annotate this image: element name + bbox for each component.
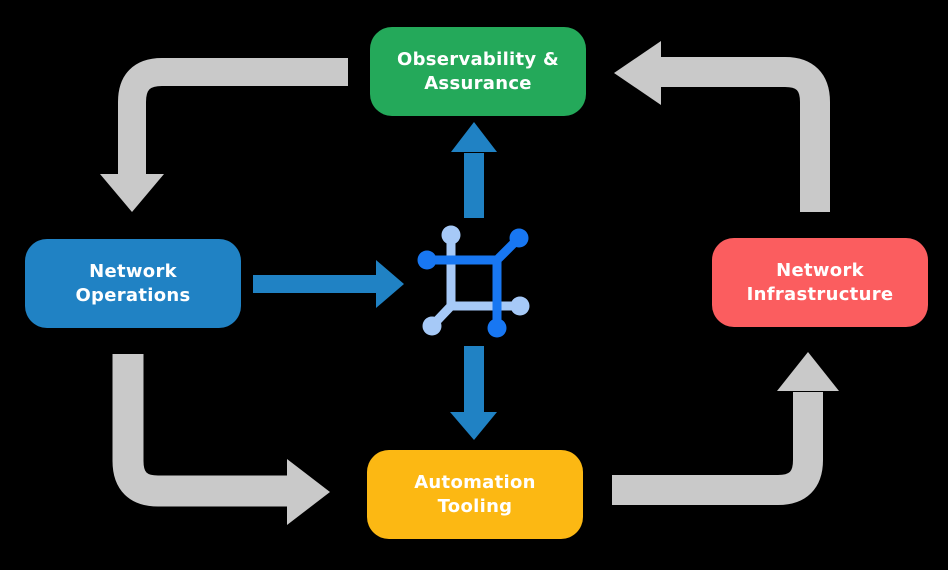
node-label: Automation Tooling [414,471,536,519]
arrowhead-right [376,260,404,308]
flow-arrow-operations-to-center [253,260,404,308]
network-mesh-icon [417,225,530,338]
arrowhead-left [614,41,661,105]
node-label-line: Infrastructure [746,283,894,305]
node-label: Network Infrastructure [747,259,894,307]
arrowhead-down [100,174,164,212]
node-label-line: Operations [75,284,191,306]
flow-arrow-center-to-observability [451,122,497,218]
node-label-line: Observability & [396,48,560,70]
node-label-line: Tooling [437,495,513,517]
arrowhead-down [450,412,497,440]
node-automation-tooling: Automation Tooling [367,450,583,539]
node-label-line: Assurance [424,72,532,94]
node-network-infrastructure: Network Infrastructure [712,238,928,327]
network-mesh-icon-secondary [422,225,530,336]
node-label-line: Automation [414,471,536,493]
node-network-operations: Network Operations [25,239,241,328]
arrowhead-right [287,459,330,525]
cycle-arrow-infrastructure-to-observability [614,41,830,212]
node-label: Observability & Assurance [397,48,559,96]
node-label-line: Network [776,259,864,281]
arrowhead-up [451,122,497,152]
node-label-line: Network [89,260,177,282]
cycle-arrow-automation-to-infrastructure [612,352,839,505]
node-label: Network Operations [75,260,190,308]
network-mesh-icon-primary [417,228,529,338]
flow-arrow-center-to-automation [450,346,497,440]
arrowhead-up [777,352,839,391]
node-observability-assurance: Observability & Assurance [370,27,586,116]
cycle-arrow-observability-to-operations [100,58,348,212]
cycle-arrow-operations-to-automation [112,354,330,525]
